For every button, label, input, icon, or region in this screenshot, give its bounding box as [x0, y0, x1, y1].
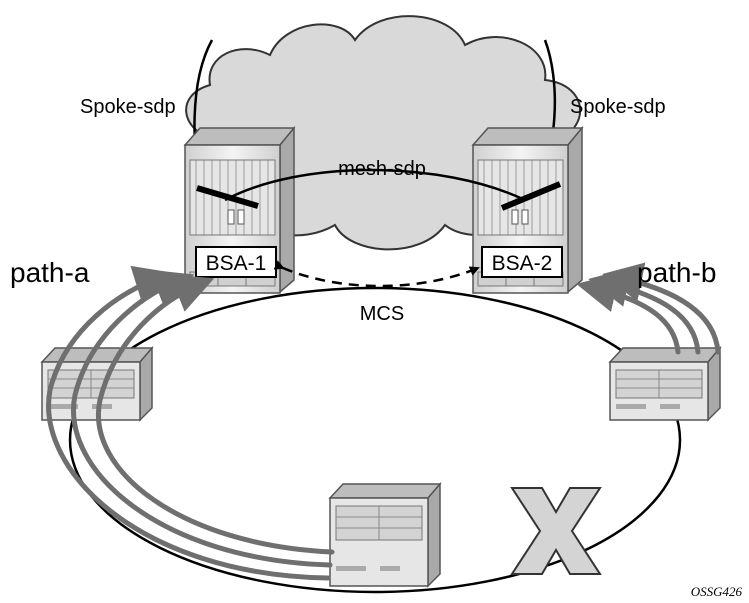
mesh-sdp-line [224, 168, 526, 202]
mcs-label: MCS [360, 303, 404, 325]
sdp-bar-right [500, 181, 562, 211]
path-b-arrows [576, 262, 721, 355]
sdp-bar-left [196, 185, 259, 209]
mcs-link [273, 260, 480, 288]
node-label-box-bsa-1 [195, 246, 277, 278]
ring-switch-left [40, 345, 154, 422]
node-label-bsa-2: BSA-2 [492, 252, 553, 275]
ring-switch-right [608, 345, 722, 422]
node-label-box-bsa-2 [481, 246, 563, 278]
access-ring [68, 286, 682, 594]
mesh-sdp-label: mesh-sdp [338, 158, 426, 180]
spoke-sdp-label-right: Spoke-sdp [570, 96, 666, 118]
path-a-arrows [46, 265, 335, 581]
path-b-label: path-b [637, 257, 716, 288]
node-label-bsa-1: BSA-1 [206, 252, 267, 275]
spoke-sdp-label-left: Spoke-sdp [80, 96, 176, 118]
ring-switch-bottom [328, 481, 442, 588]
figure-id: OSSG426 [691, 584, 743, 599]
failure-x-icon [510, 487, 602, 575]
path-a-label: path-a [10, 257, 90, 288]
